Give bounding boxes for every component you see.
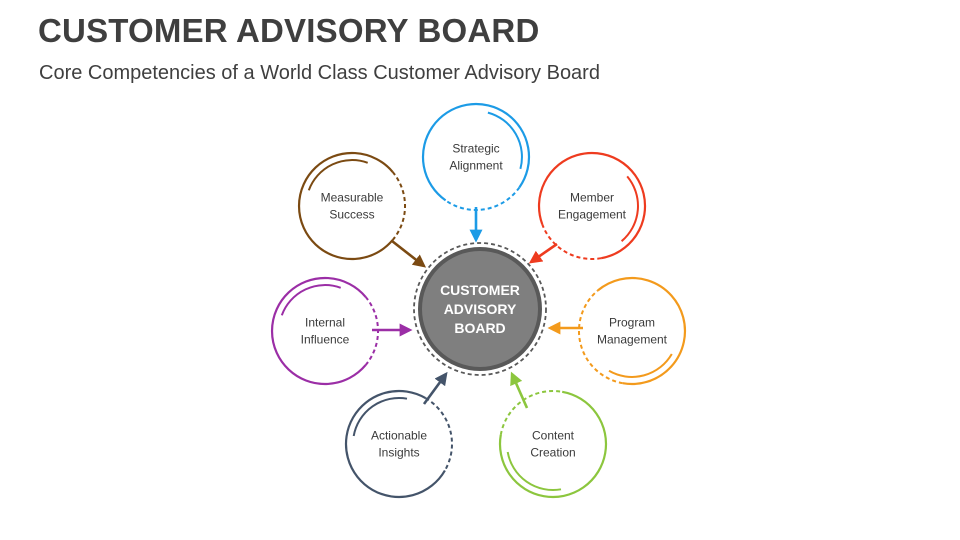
node-ring-solid (597, 276, 687, 386)
node-ring-solid (498, 390, 608, 499)
center-label: BOARD (454, 320, 505, 336)
page-title: CUSTOMER ADVISORY BOARD (38, 12, 540, 49)
node-ring-inner (307, 159, 369, 191)
center-outer-ring (413, 242, 547, 376)
node-label: Program (609, 316, 655, 330)
node-label: Measurable (321, 191, 384, 205)
node-ring-dashed (445, 186, 521, 211)
node-label: Member (570, 191, 614, 205)
node-ring-inner (620, 175, 639, 242)
node-ring-solid (298, 151, 394, 261)
node-label: Insights (378, 446, 419, 460)
page-subtitle: Core Competencies of a World Class Custo… (39, 62, 600, 84)
node-ring-solid (537, 151, 647, 260)
node-label: Management (597, 333, 668, 347)
node-label: Alignment (449, 159, 503, 173)
node-ring-inner (608, 353, 673, 378)
node-ring-inner (506, 451, 562, 491)
node-label: Success (329, 208, 374, 222)
node-ring-inner (280, 284, 342, 316)
node-label: Content (532, 429, 575, 443)
node-ring-dashed (499, 390, 563, 435)
node-label: Creation (530, 446, 575, 460)
node-ring-dashed (391, 171, 406, 241)
center-label: ADVISORY (444, 301, 517, 317)
node-ring-dashed (424, 397, 453, 471)
node-label: Actionable (371, 429, 427, 443)
node-ring-inner (487, 111, 523, 170)
node-ring-dashed (541, 223, 602, 260)
node-label: Influence (301, 333, 350, 347)
connector-arrow (391, 239, 427, 268)
node-ring-dashed (578, 289, 623, 385)
center-label: CUSTOMER (440, 282, 520, 298)
connector-arrow (528, 242, 558, 264)
node-label: Strategic (452, 142, 499, 156)
connector-arrow (510, 371, 529, 409)
node-ring-solid (421, 102, 531, 202)
node-ring-solid (344, 389, 446, 499)
node-ring-solid (271, 276, 367, 386)
center-circle (418, 247, 542, 371)
node-label: Engagement (558, 208, 627, 222)
node-label: Internal (305, 316, 345, 330)
connector-arrow (422, 371, 448, 405)
node-ring-inner (352, 397, 408, 437)
center-node: CUSTOMER ADVISORY BOARD (413, 242, 547, 376)
